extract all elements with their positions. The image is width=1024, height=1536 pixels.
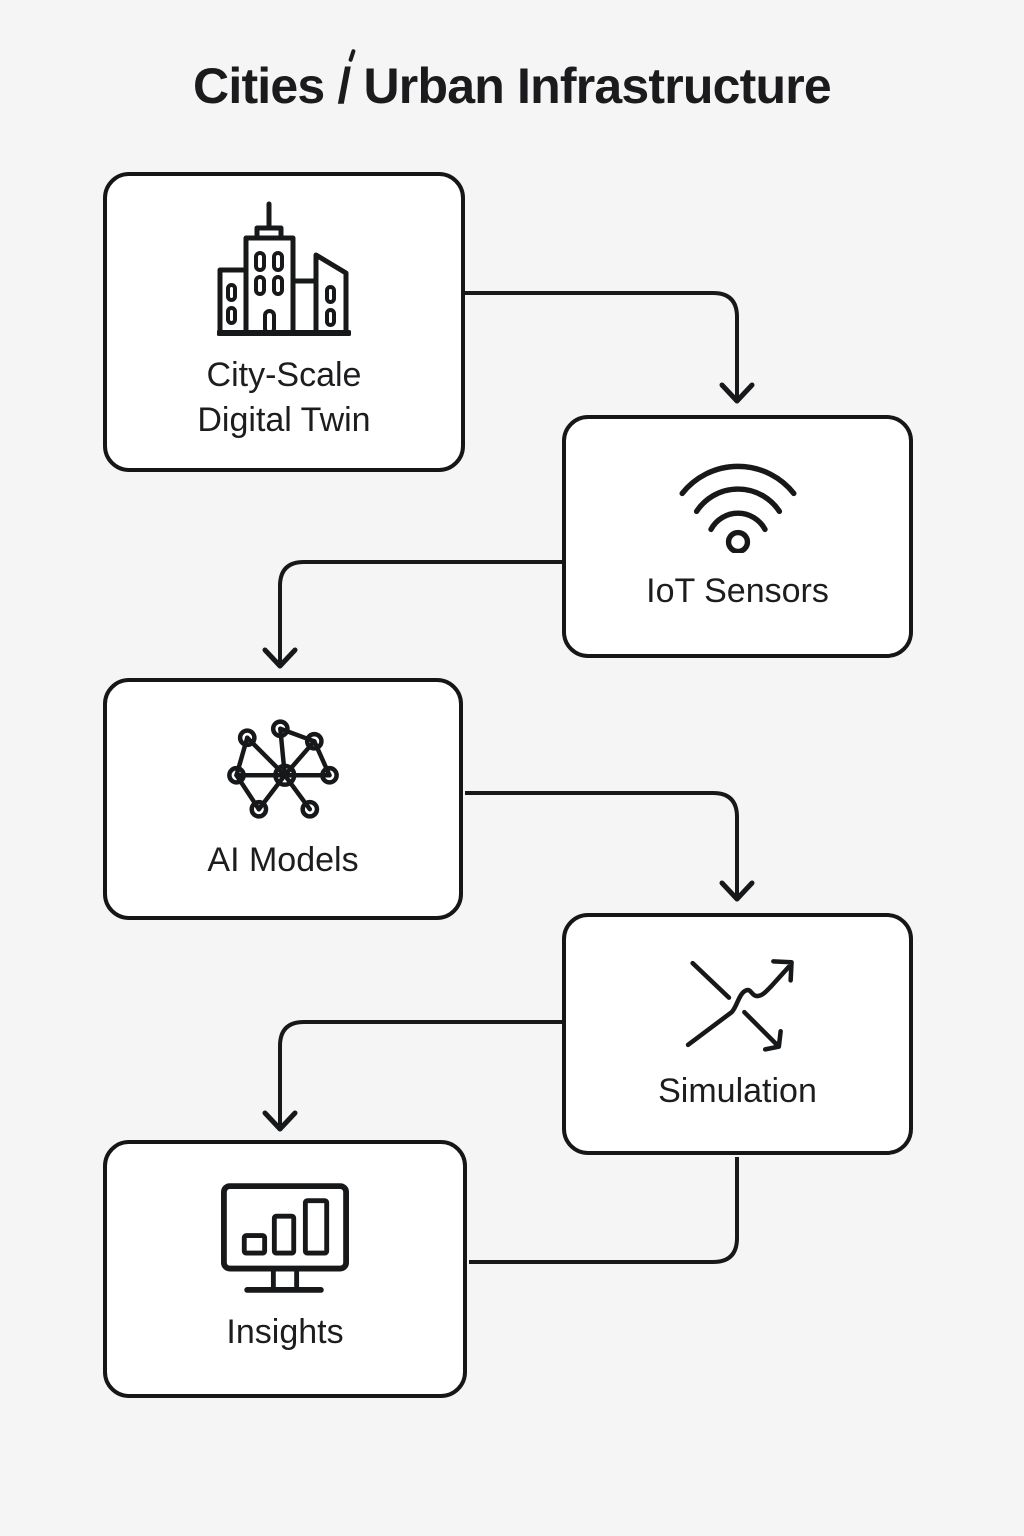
bar-chart-monitor-icon	[221, 1183, 349, 1294]
node-label-line-2: Digital Twin	[197, 401, 371, 439]
node-insights: Insights	[103, 1140, 467, 1398]
node-label: City-Scale Digital Twin	[197, 353, 370, 443]
edge-simulation-to-insights	[262, 1020, 562, 1132]
edge-iot-to-ai	[262, 560, 562, 669]
node-label-line-1: City-Scale	[206, 356, 362, 394]
node-city-scale-digital-twin: City-Scale Digital Twin	[103, 172, 465, 472]
node-label-line-1: AI Models	[207, 840, 359, 879]
page-title: Cities/Urban Infrastructure	[0, 56, 1024, 116]
node-label: Simulation	[658, 1069, 817, 1114]
edge-simulation-bottom-to-insights-right	[469, 1157, 739, 1264]
node-label-line-1: Insights	[226, 1313, 344, 1351]
title-post: Urban Infrastructure	[363, 58, 832, 114]
node-label-line-1: IoT Sensors	[646, 572, 829, 610]
arrow-down-icon	[719, 880, 755, 902]
node-ai-models: AI Models	[103, 678, 463, 920]
network-graph-icon	[224, 716, 342, 822]
arrow-down-icon	[262, 1110, 298, 1132]
title-separator: /	[337, 58, 351, 114]
city-buildings-icon	[217, 201, 351, 337]
wifi-icon	[675, 459, 801, 553]
title-pre: Cities	[193, 58, 325, 114]
shuffle-arrows-icon	[679, 955, 797, 1053]
node-iot-sensors: IoT Sensors	[562, 415, 913, 658]
edge-city-to-iot	[465, 291, 755, 404]
node-label-line-1: Simulation	[658, 1071, 817, 1110]
node-label: Insights	[226, 1310, 343, 1355]
arrow-down-icon	[262, 647, 298, 669]
node-simulation: Simulation	[562, 913, 913, 1155]
node-label: AI Models	[207, 838, 358, 883]
node-label: IoT Sensors	[646, 569, 829, 614]
arrow-down-icon	[719, 382, 755, 404]
edge-ai-to-simulation	[465, 791, 755, 902]
